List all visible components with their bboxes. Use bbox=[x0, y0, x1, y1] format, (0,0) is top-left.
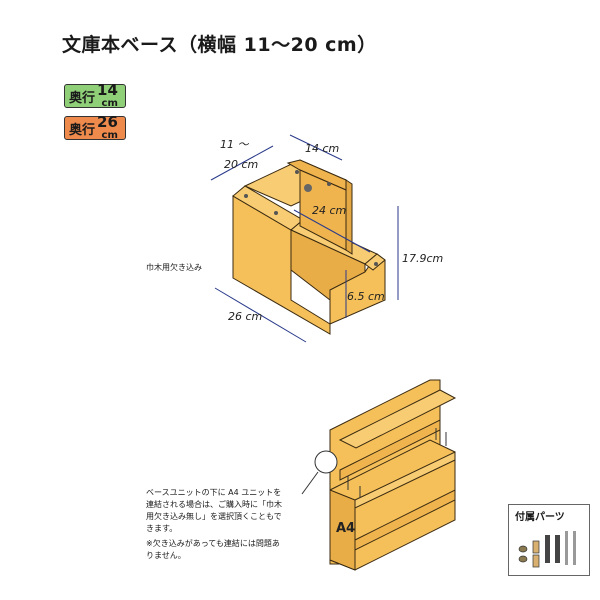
depth-26-badge: 奥行 26 cm bbox=[64, 113, 126, 141]
note-line: 用欠き込み無し」を選択頂くこともで bbox=[146, 512, 282, 521]
connector-cap-icon bbox=[518, 555, 528, 563]
included-parts-box: 付属パーツ bbox=[508, 504, 590, 576]
detail-circle bbox=[314, 450, 338, 474]
dim-slope: 24 cm bbox=[312, 204, 346, 217]
note-line: りません。 bbox=[146, 551, 186, 560]
connector-pins bbox=[347, 428, 447, 498]
depth-badge-number: 14 bbox=[97, 81, 118, 99]
depth-badge-unit: cm bbox=[101, 98, 118, 109]
page-title: 文庫本ベース（横幅 11〜20 cm） bbox=[62, 34, 377, 56]
dim-depth: 26 cm bbox=[228, 310, 262, 323]
note-line: きます。 bbox=[146, 524, 178, 533]
screw-holes bbox=[244, 170, 378, 266]
dim-height: 17.9cm bbox=[402, 252, 443, 265]
depth-badge-unit: cm bbox=[101, 130, 118, 141]
screw-icon bbox=[573, 531, 576, 565]
parts-icons bbox=[518, 531, 576, 568]
note-line: 連結される場合は、ご購入時に「巾木 bbox=[146, 500, 282, 509]
dowel-icon bbox=[532, 540, 540, 554]
dim-base-height: 6.5 cm bbox=[347, 290, 385, 303]
front-block-side bbox=[364, 253, 386, 271]
note-line: ※欠き込みがあっても連結には問題あ bbox=[146, 539, 280, 548]
dimension-lines bbox=[210, 134, 399, 343]
base-unit bbox=[232, 159, 386, 335]
a4-label: A4 bbox=[336, 521, 355, 536]
dowel-icon bbox=[532, 554, 540, 568]
note-line: ベースユニットの下に A4 ユニットを bbox=[146, 488, 282, 497]
cutout-note: ※欠き込みがあっても連結には問題あ りません。 bbox=[146, 538, 306, 562]
depth-14-badge: 奥行 14 cm bbox=[64, 81, 126, 109]
bolt-icon bbox=[545, 535, 550, 563]
right-side-thick bbox=[345, 179, 353, 255]
dim-width-2: 20 cm bbox=[224, 158, 258, 171]
depth-badge-label: 奥行 bbox=[69, 122, 96, 138]
dim-top-depth: 14 cm bbox=[305, 142, 339, 155]
screw-icon bbox=[565, 531, 568, 565]
assembly-illustration bbox=[329, 379, 457, 571]
connector-cap-icon bbox=[518, 545, 528, 553]
cutout-label: 巾木用欠き込み bbox=[146, 263, 202, 272]
dim-width: 11 〜 bbox=[220, 138, 249, 151]
depth-badge-label: 奥行 bbox=[69, 90, 96, 106]
parts-title: 付属パーツ bbox=[515, 512, 565, 523]
connection-note: ベースユニットの下に A4 ユニットを 連結される場合は、ご購入時に「巾木 用欠… bbox=[146, 487, 306, 535]
depth-badge-number: 26 bbox=[97, 113, 118, 131]
bolt-icon bbox=[555, 535, 560, 563]
